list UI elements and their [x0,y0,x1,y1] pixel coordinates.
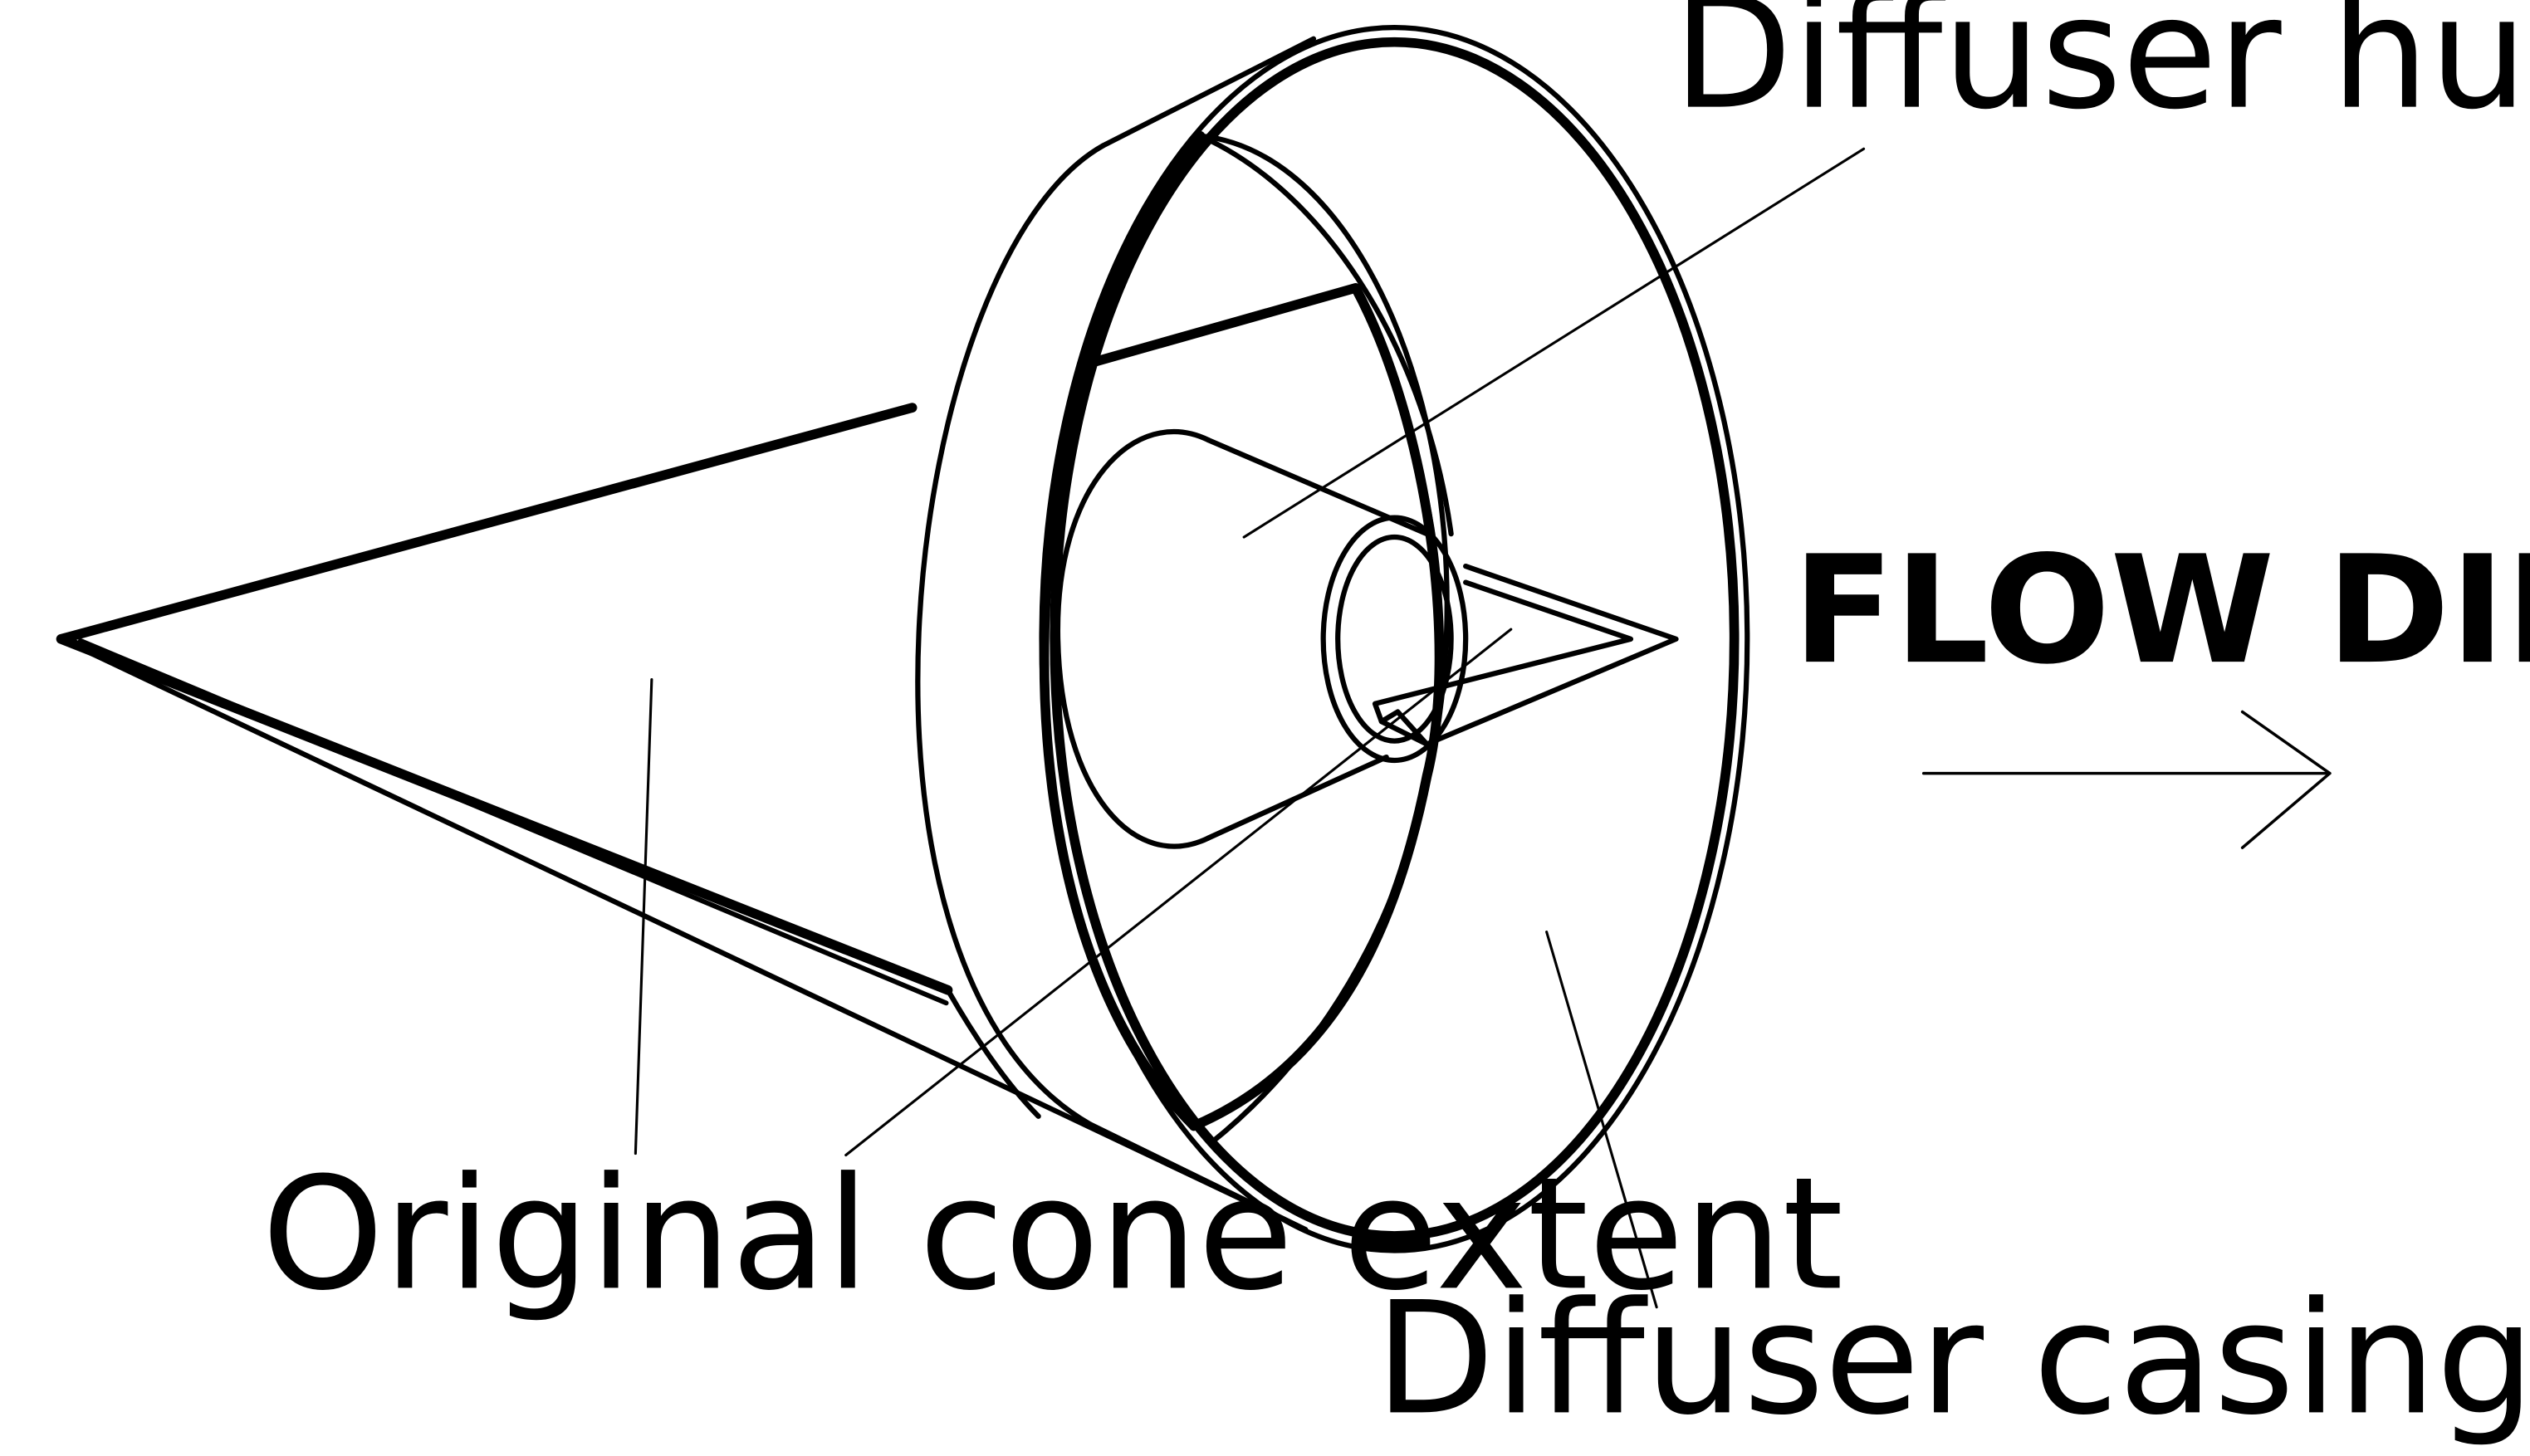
diffuser-hub [1055,429,1679,849]
original-cone-leader-1 [634,677,653,1156]
leader-lines [634,147,1866,1309]
flow-direction-label: FLOW DIRECTION [1793,525,2530,697]
diffuser-casing-label: Diffuser casing [1375,1268,2530,1449]
diffuser-hub-leader [1242,147,1866,539]
diffuser-drawing [56,25,1750,1253]
diffuser-hub-label: Diffuser hub [1673,0,2530,144]
inner-cone [1082,283,1445,1131]
diffuser-casing [915,25,1750,1253]
original-cone-leader-2 [844,628,1513,1157]
flow-direction-arrow-icon [1921,710,2332,849]
diffuser-casing-leader [1545,931,1658,1309]
original-cone [56,403,1309,1233]
original-cone-extent-label: Original cone extent [262,1144,1843,1325]
